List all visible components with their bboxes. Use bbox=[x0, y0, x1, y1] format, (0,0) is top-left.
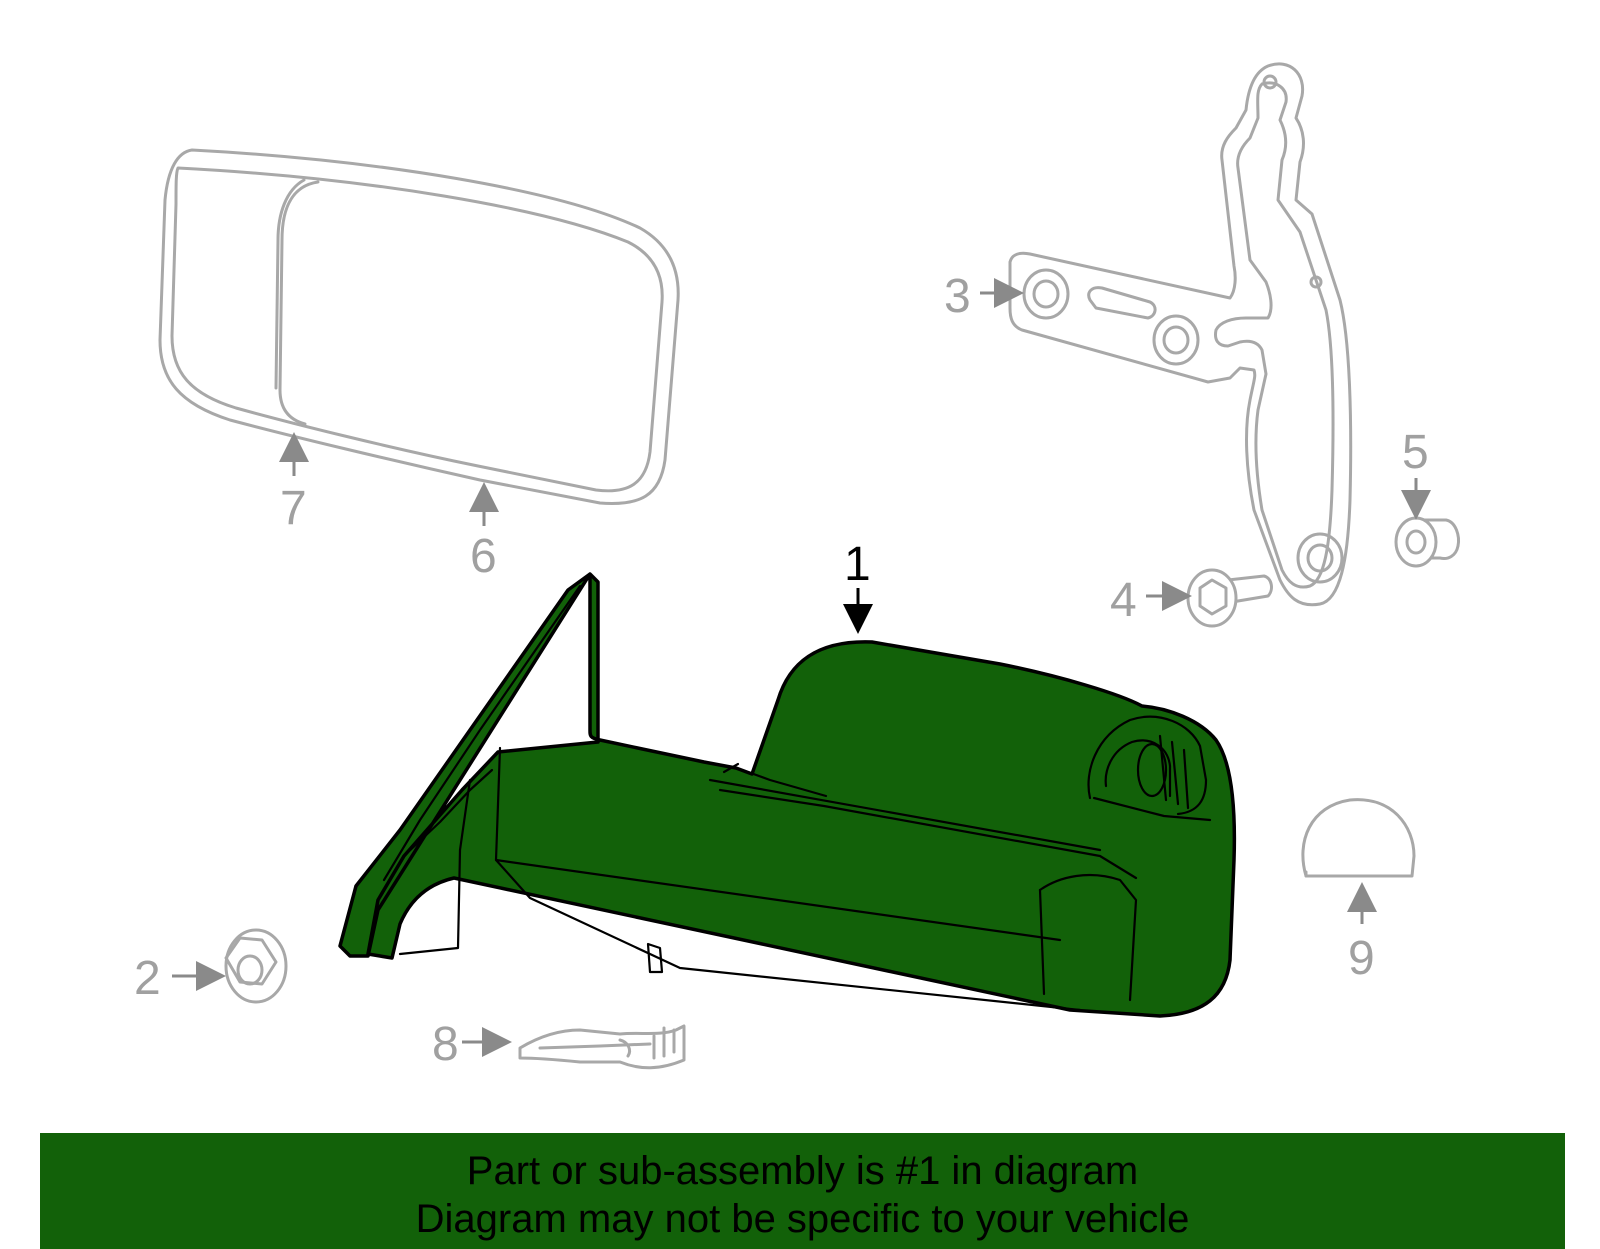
cap-part bbox=[1301, 798, 1416, 878]
bolt-part bbox=[1186, 568, 1273, 628]
callout-4: 4 bbox=[1110, 574, 1137, 627]
callout-8: 8 bbox=[432, 1018, 459, 1071]
grommet-part bbox=[1394, 516, 1460, 568]
callout-7: 7 bbox=[280, 482, 307, 535]
callout-2: 2 bbox=[134, 952, 161, 1005]
mirror-assembly-part-1 bbox=[338, 572, 1237, 1018]
callout-9: 9 bbox=[1348, 932, 1375, 985]
callout-3: 3 bbox=[944, 270, 971, 323]
nut-part bbox=[224, 928, 288, 1004]
banner-line-2: Diagram may not be specific to your vehi… bbox=[415, 1197, 1190, 1241]
clip-part bbox=[518, 1024, 686, 1070]
mirror-glass-part bbox=[158, 148, 680, 505]
callout-1: 1 bbox=[844, 538, 871, 591]
callout-arrows bbox=[172, 278, 1431, 1057]
info-banner: Part or sub-assembly is #1 in diagram Di… bbox=[40, 1133, 1565, 1249]
mirror-bracket-part bbox=[1008, 62, 1353, 607]
banner-line-1: Part or sub-assembly is #1 in diagram bbox=[466, 1149, 1139, 1193]
callout-6: 6 bbox=[470, 530, 497, 583]
callout-5: 5 bbox=[1402, 426, 1429, 479]
